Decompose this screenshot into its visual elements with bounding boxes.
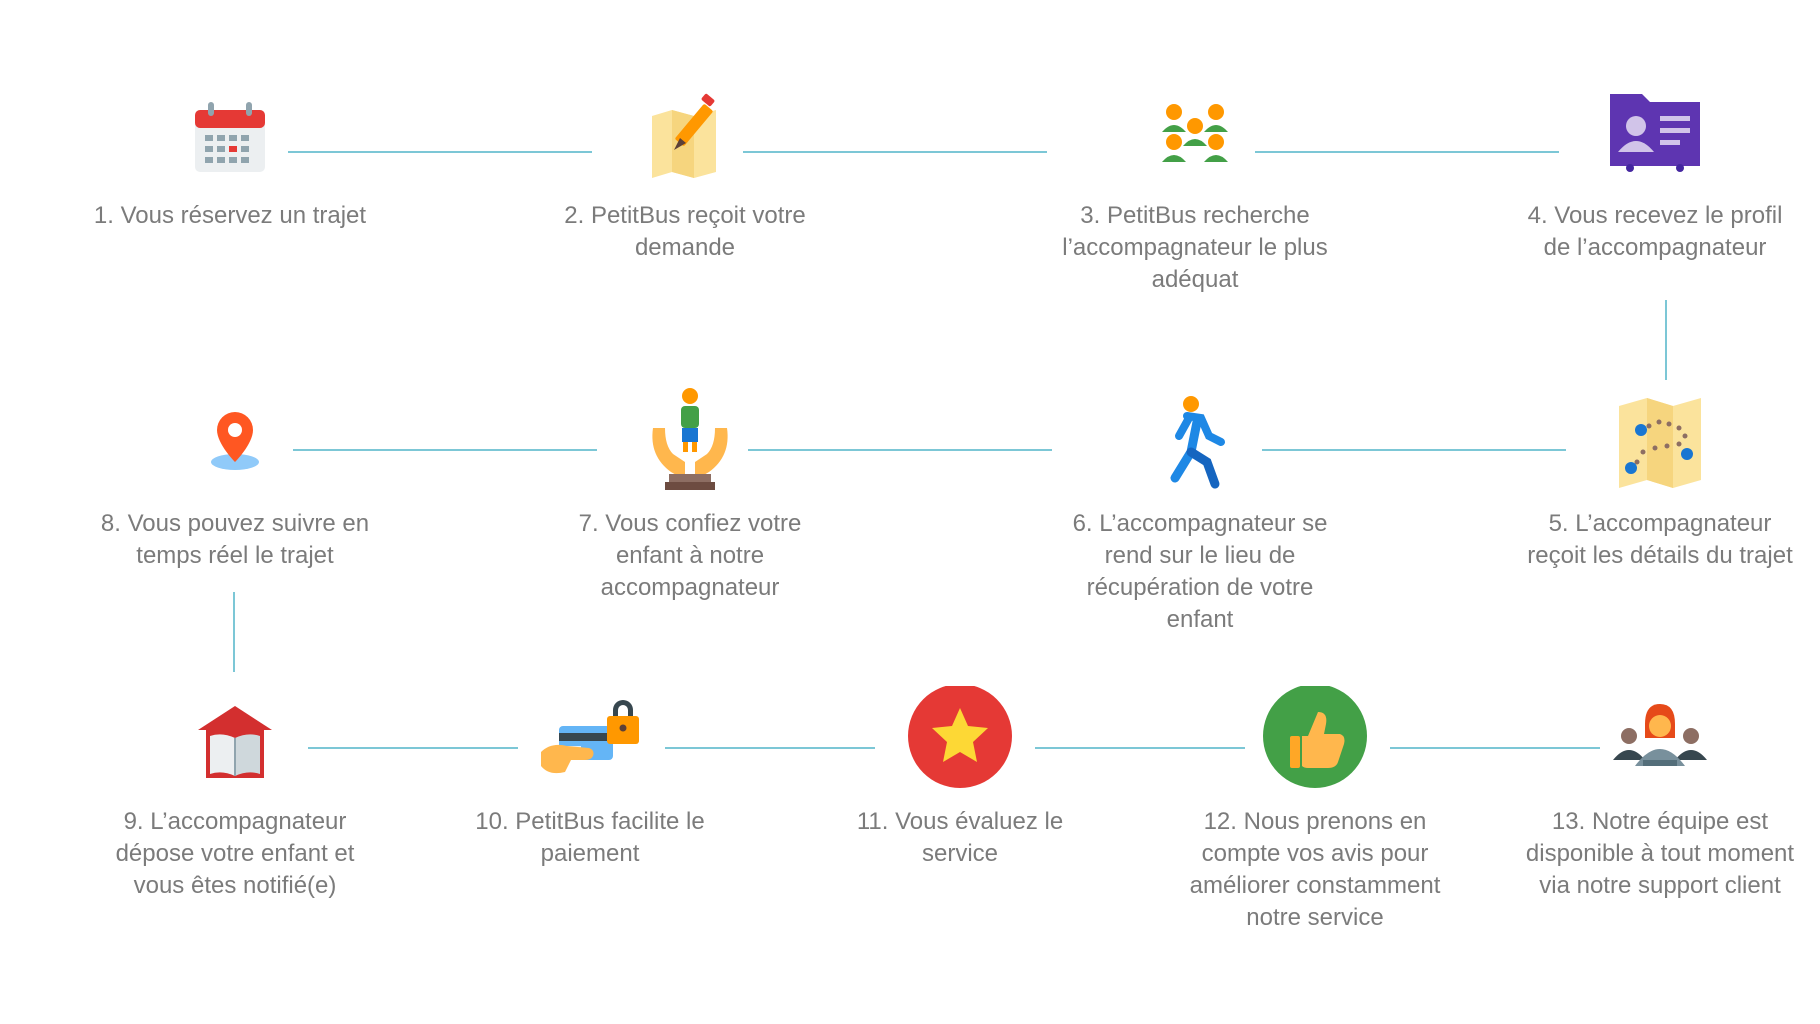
- step-12: 12. Nous prenons en compte vos avis pour…: [1165, 686, 1465, 934]
- connector-9-10: [308, 747, 518, 749]
- step-9-label: 9. L’accompagnateur dépose votre enfant …: [115, 808, 355, 899]
- step-3: 3. PetitBus recherche l’accompagnateur l…: [1045, 80, 1345, 296]
- connector-7-8: [293, 449, 597, 451]
- step-8-label: 8. Vous pouvez suivre en temps réel le t…: [100, 510, 370, 569]
- step-1: 1. Vous réservez un trajet: [80, 80, 380, 232]
- connector-5-6: [1262, 449, 1566, 451]
- calendar-icon: [195, 102, 265, 172]
- star-rating-icon: [908, 686, 1012, 788]
- step-7: 7. Vous confiez votre enfant à notre acc…: [540, 388, 840, 604]
- step-2-label: 2. PetitBus reçoit votre demande: [564, 202, 806, 261]
- connector-2-3: [743, 151, 1047, 153]
- step-1-label: 1. Vous réservez un trajet: [93, 202, 367, 229]
- support-team-icon: [1613, 704, 1707, 766]
- step-6-label: 6. L’accompagnateur se rend sur le lieu …: [1072, 510, 1328, 633]
- route-map-icon: [1619, 398, 1701, 488]
- step-12-label: 12. Nous prenons en compte vos avis pour…: [1189, 808, 1441, 931]
- step-11: 11. Vous évaluez le service: [810, 686, 1110, 870]
- connector-12-13: [1390, 747, 1600, 749]
- connector-4-5: [1665, 300, 1667, 380]
- step-5: 5. L’accompagnateur reçoit les détails d…: [1510, 388, 1810, 572]
- walking-person-icon: [1170, 396, 1225, 489]
- connector-6-7: [748, 449, 1052, 451]
- step-5-label: 5. L’accompagnateur reçoit les détails d…: [1527, 510, 1793, 569]
- step-10-label: 10. PetitBus facilite le paiement: [475, 808, 705, 867]
- connector-8-9: [233, 592, 235, 672]
- step-7-label: 7. Vous confiez votre enfant à notre acc…: [578, 510, 802, 601]
- step-2: 2. PetitBus reçoit votre demande: [535, 80, 835, 264]
- step-3-label: 3. PetitBus recherche l’accompagnateur l…: [1062, 202, 1328, 293]
- id-card-icon: [1610, 94, 1700, 172]
- step-13-label: 13. Notre équipe est disponible à tout m…: [1525, 808, 1795, 899]
- location-pin-icon: [211, 412, 259, 470]
- connector-3-4: [1255, 151, 1559, 153]
- connector-1-2: [288, 151, 592, 153]
- map-pencil-icon: [652, 93, 716, 178]
- step-4-label: 4. Vous recevez le profil de l’accompagn…: [1527, 202, 1783, 261]
- step-8: 8. Vous pouvez suivre en temps réel le t…: [85, 388, 385, 572]
- group-people-icon: [1162, 104, 1228, 162]
- school-book-icon: [198, 706, 272, 778]
- step-9: 9. L’accompagnateur dépose votre enfant …: [85, 686, 385, 902]
- connector-10-11: [665, 747, 875, 749]
- step-4: 4. Vous recevez le profil de l’accompagn…: [1505, 80, 1805, 264]
- step-10: 10. PetitBus facilite le paiement: [440, 686, 740, 870]
- step-13: 13. Notre équipe est disponible à tout m…: [1510, 686, 1810, 902]
- secure-payment-icon: [541, 700, 639, 774]
- step-11-label: 11. Vous évaluez le service: [856, 808, 1064, 867]
- step-6: 6. L’accompagnateur se rend sur le lieu …: [1050, 388, 1350, 636]
- child-in-hands-icon: [652, 388, 728, 490]
- thumbs-up-icon: [1263, 686, 1367, 788]
- connector-11-12: [1035, 747, 1245, 749]
